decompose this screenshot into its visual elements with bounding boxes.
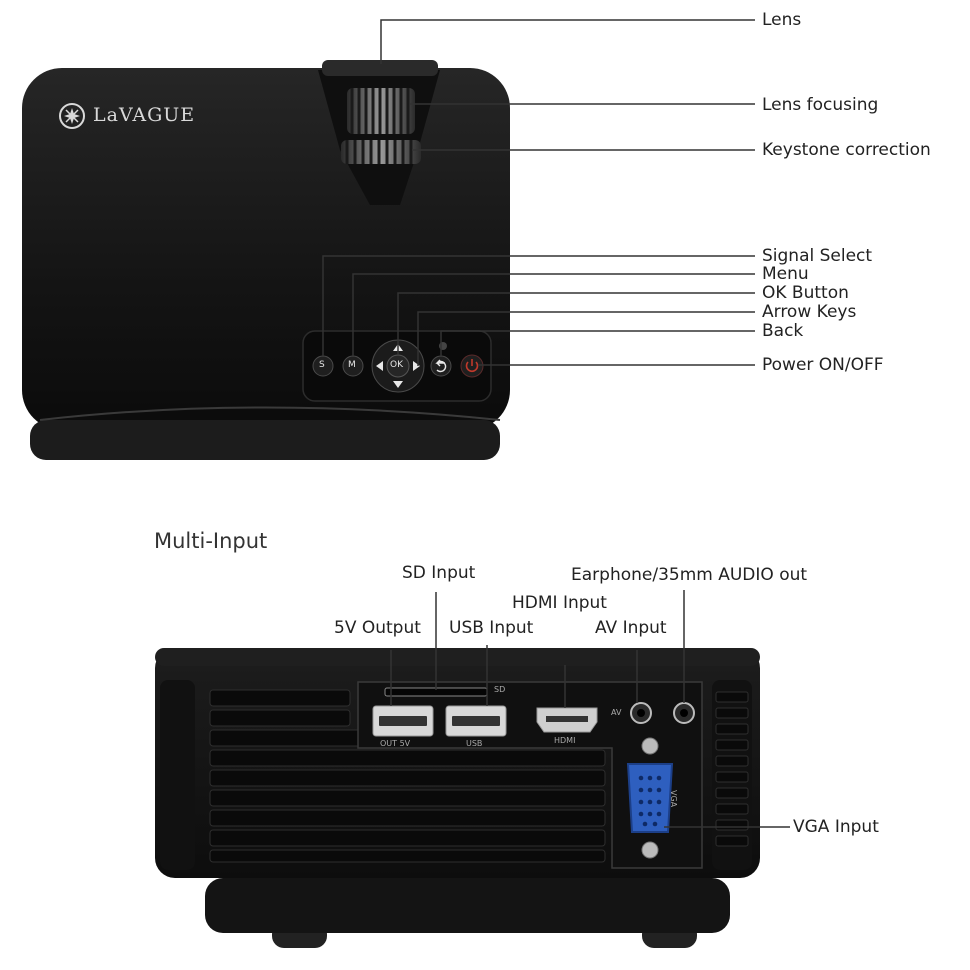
keystone-ribs bbox=[345, 140, 413, 164]
back-button[interactable] bbox=[430, 355, 452, 377]
vga-port[interactable] bbox=[626, 763, 674, 833]
callout-lens: Lens bbox=[762, 10, 802, 30]
vent-slats bbox=[209, 689, 606, 863]
callout-5v-output: 5V Output bbox=[334, 618, 421, 638]
out5v-port-mark: OUT 5V bbox=[380, 739, 411, 748]
rear-base bbox=[205, 878, 730, 933]
callout-menu: Menu bbox=[762, 264, 809, 284]
rear-top-lip bbox=[155, 648, 760, 666]
sd-port-mark: SD bbox=[494, 685, 506, 694]
callout-usb-input: USB Input bbox=[449, 618, 534, 638]
callout-av-input: AV Input bbox=[595, 618, 667, 638]
vga-pins bbox=[638, 775, 662, 827]
top-body-highlight bbox=[39, 406, 501, 421]
top-body-shadow bbox=[30, 420, 500, 460]
vga-screw-bottom bbox=[641, 841, 659, 859]
brand-logo-text: LaVAGUE bbox=[93, 104, 196, 126]
rear-view bbox=[155, 590, 790, 948]
callout-lens-focusing: Lens focusing bbox=[762, 95, 879, 115]
callout-arrow-keys: Arrow Keys bbox=[762, 302, 857, 322]
callout-back: Back bbox=[762, 321, 804, 341]
brand-logo-icon bbox=[59, 103, 85, 129]
hdmi-port-mark: HDMI bbox=[554, 736, 576, 745]
vga-port-mark: VGA bbox=[669, 790, 678, 808]
callout-signal-select: Signal Select bbox=[762, 246, 873, 266]
usb-input-port-inner bbox=[452, 716, 500, 726]
port-panel bbox=[357, 681, 703, 869]
callout-power: Power ON/OFF bbox=[762, 355, 884, 375]
av-jack-hole bbox=[637, 709, 645, 717]
back-icon bbox=[435, 359, 447, 373]
callout-hdmi-input: HDMI Input bbox=[512, 593, 607, 613]
callout-sd-input: SD Input bbox=[402, 563, 476, 583]
av-port-mark: AV bbox=[611, 708, 622, 717]
lens-focus-ribs bbox=[350, 88, 410, 134]
rear-callout-lines bbox=[390, 590, 790, 828]
arrow-right-icon[interactable] bbox=[413, 361, 420, 371]
callout-keystone: Keystone correction bbox=[762, 140, 931, 160]
ok-button[interactable] bbox=[386, 354, 410, 378]
usb-5v-port-inner bbox=[379, 716, 427, 726]
ok-label: OK bbox=[390, 360, 403, 370]
top-view bbox=[22, 19, 755, 460]
rear-side-left bbox=[160, 680, 195, 870]
earphone-jack-hole bbox=[680, 709, 688, 717]
menu-label: M bbox=[348, 360, 356, 370]
multi-input-heading: Multi-Input bbox=[154, 529, 268, 553]
vga-screw-top bbox=[641, 737, 659, 755]
signal-select-label: S bbox=[319, 360, 325, 370]
hdmi-port-inner bbox=[546, 716, 588, 722]
callout-earphone: Earphone/35mm AUDIO out bbox=[571, 565, 808, 585]
top-callout-lines bbox=[322, 19, 755, 366]
callout-vga-input: VGA Input bbox=[793, 817, 879, 837]
power-led bbox=[439, 342, 447, 350]
right-vent-slats bbox=[715, 691, 749, 847]
usb-port-mark: USB bbox=[466, 739, 483, 748]
power-icon bbox=[465, 359, 479, 373]
callout-ok-button: OK Button bbox=[762, 283, 849, 303]
arrow-down-icon[interactable] bbox=[393, 381, 403, 388]
arrow-left-icon[interactable] bbox=[376, 361, 383, 371]
keystone-ring bbox=[341, 140, 421, 164]
lens-cap bbox=[322, 60, 438, 76]
